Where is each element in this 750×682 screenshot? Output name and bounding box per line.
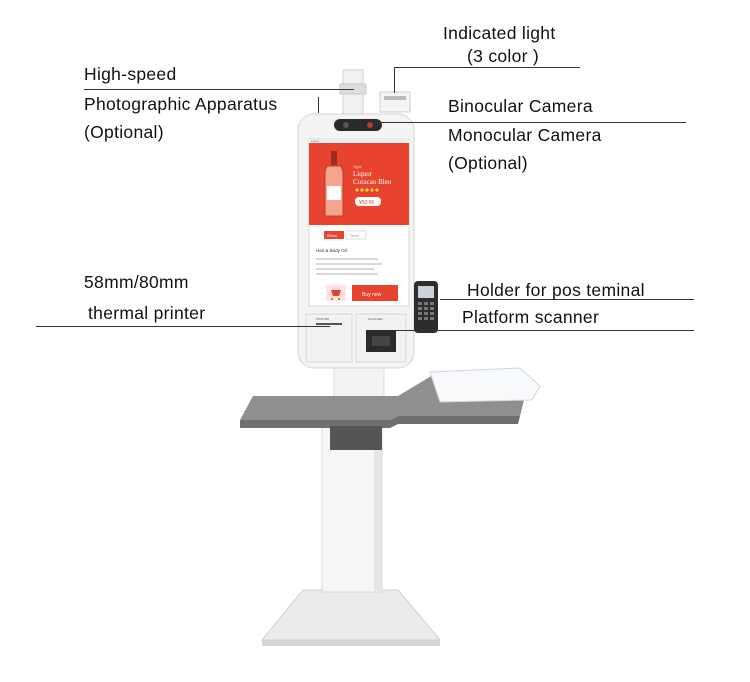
- buy-label: Buy now: [362, 292, 382, 298]
- pos-screen: [418, 286, 434, 298]
- bottle-neck: [331, 151, 337, 165]
- option-500ml-label: 500ml: [327, 234, 337, 238]
- option-750ml-label: 750ml: [349, 234, 359, 238]
- label-printer-1: 58mm/80mm: [84, 272, 189, 292]
- label-high-speed-3: (Optional): [84, 122, 164, 142]
- product-name-line1: Liquor: [353, 170, 373, 178]
- cart-icon: [331, 290, 341, 300]
- camera-lens-right: [367, 122, 373, 128]
- label-camera-2: Monocular Camera: [448, 125, 602, 145]
- label-indicated-light-2: (3 color ): [467, 46, 540, 66]
- scanner-label: SCANNER: [368, 317, 384, 321]
- product-sub: Type: [353, 164, 362, 169]
- product-name-line2: Curacao Bleu: [353, 178, 392, 186]
- screen-brand: Liquor: [311, 139, 319, 143]
- label-high-speed-1: High-speed: [84, 64, 177, 84]
- printer-panel: [305, 313, 353, 363]
- bag-holder: [429, 367, 541, 403]
- scanner-window: [372, 336, 390, 346]
- buy-button[interactable]: [352, 285, 398, 301]
- kiosk-tray-bracket: [330, 426, 382, 450]
- leader-printer: [36, 326, 330, 327]
- label-scanner: Platform scanner: [462, 307, 600, 327]
- camera-bar: [334, 119, 382, 131]
- leader-camera: [370, 122, 686, 123]
- section-title: Hair & Body Oil: [316, 248, 347, 253]
- option-750ml[interactable]: [345, 230, 367, 240]
- indicator-light-strip: [384, 96, 406, 100]
- pos-keypad: [418, 302, 434, 320]
- label-printer-2: thermal printer: [88, 303, 206, 323]
- screen-statusbar: [309, 139, 409, 143]
- leader-indicated-light: [394, 67, 580, 68]
- leader-high-speed: [84, 89, 354, 90]
- rating-stars: [355, 188, 379, 192]
- bottle-label: [327, 186, 341, 200]
- label-pos-holder: Holder for pos teminal: [467, 280, 645, 300]
- leader-pos: [440, 299, 694, 300]
- product-price: ¥50.90: [359, 200, 375, 206]
- price-pill: [355, 197, 381, 206]
- kiosk-base-edge: [262, 640, 440, 646]
- label-camera-1: Binocular Camera: [448, 96, 593, 116]
- kiosk-base: [260, 589, 442, 641]
- leader-indicated-light-drop: [394, 67, 395, 93]
- kiosk-tray-edge: [240, 416, 520, 428]
- label-indicated-light-1: Indicated light: [443, 23, 556, 43]
- indicator-light: [379, 91, 411, 113]
- option-500ml[interactable]: [324, 231, 344, 239]
- camera-lens-left: [343, 122, 349, 128]
- leader-high-speed-tick: [318, 97, 319, 113]
- kiosk-pillar-shade: [374, 420, 382, 592]
- label-camera-3: (Optional): [448, 153, 528, 173]
- printer-slot: [316, 323, 342, 325]
- description-lines: [316, 258, 382, 275]
- printer-label: PRINTER: [316, 317, 330, 321]
- leader-scanner: [394, 330, 694, 331]
- label-high-speed-2: Photographic Apparatus: [84, 94, 278, 114]
